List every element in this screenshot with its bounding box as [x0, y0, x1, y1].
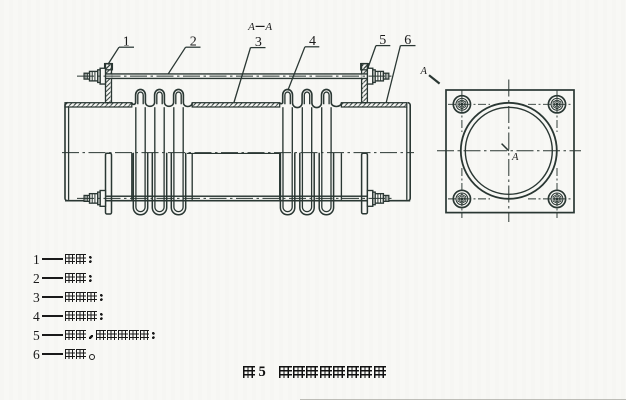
svg-text:6: 6: [404, 33, 411, 48]
svg-text:1: 1: [123, 34, 130, 49]
svg-text:2: 2: [190, 34, 197, 49]
svg-text:A: A: [264, 21, 272, 33]
svg-text:5: 5: [379, 33, 386, 48]
svg-text:3: 3: [255, 35, 262, 50]
svg-text:A: A: [247, 21, 255, 33]
svg-text:A: A: [420, 66, 428, 77]
svg-text:A: A: [511, 152, 519, 163]
svg-text:4: 4: [309, 34, 316, 49]
